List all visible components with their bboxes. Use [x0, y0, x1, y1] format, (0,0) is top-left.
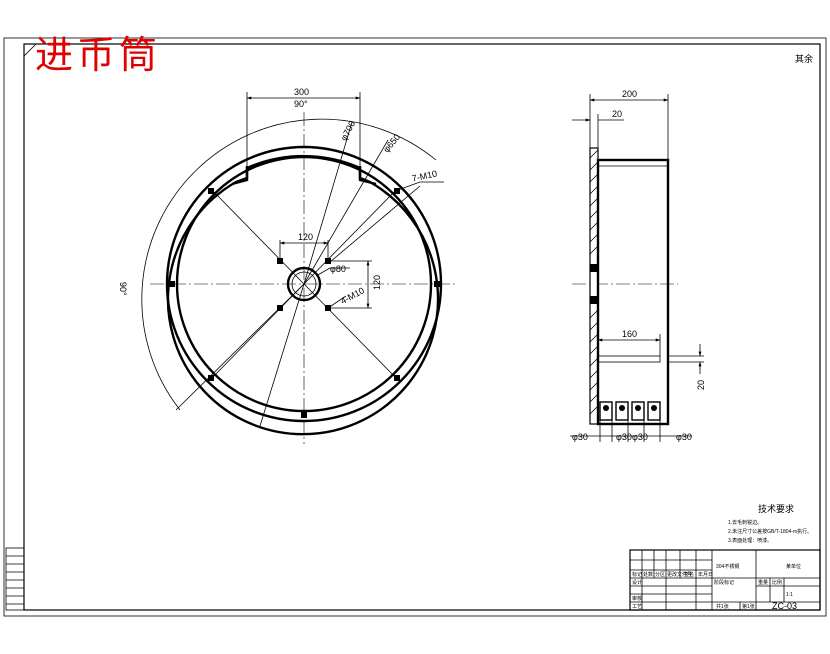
tb-org: 某单位 [786, 563, 801, 570]
tb-count: 处数 [643, 571, 653, 578]
tech-requirements: 技术要求 1.去毛刺锐边。 2.未注尺寸公差按GB/T-1804-m执行。 3.… [728, 503, 812, 544]
outer-ring [165, 145, 443, 423]
corner-triangle [23, 43, 37, 57]
tb-sheet-of: 第1张 [742, 603, 755, 610]
hub-inner [291, 271, 317, 297]
tb-drawing-no: ZC-03 [772, 601, 797, 611]
dim-200: 200 [622, 89, 637, 99]
dim-phi-30-mid: φ30 [616, 432, 632, 442]
tech-heading: 技术要求 [758, 503, 794, 514]
dim-phi-30-left: φ30 [572, 432, 588, 442]
tb-weight: 重量 [758, 579, 768, 586]
front-view: 300 90° 90° φ700 φ650 7-M10 120 φ80 120 … [118, 87, 458, 444]
tb-designer: 设计 [632, 579, 642, 586]
dim-phi-30-mid2: φ30 [632, 432, 648, 442]
dim-160: 160 [622, 329, 637, 339]
dim-phi-700: φ700 [339, 119, 358, 142]
side-view: 200 20 160 20 φ30 φ30 φ30 φ30 [570, 89, 706, 442]
dim-angle-90-left: 90° [118, 282, 128, 296]
dim-phi-80: φ80 [330, 264, 346, 274]
tb-zone: 分区 [655, 571, 665, 578]
tb-scale: 1:1 [786, 592, 793, 598]
dim-300: 300 [294, 87, 309, 97]
tb-change-doc: 更改文件号 [667, 571, 692, 578]
tb-sheet: 共1张 [716, 603, 729, 610]
inner-ring [175, 155, 433, 413]
tech-item-1: 1.去毛刺锐边。 [728, 519, 762, 526]
ring-bolt-holes [169, 188, 440, 418]
roughness-note: 其余 [795, 53, 813, 64]
tb-mark: 标记 [632, 571, 642, 578]
dim-phi-650: φ650 [381, 132, 402, 154]
tb-scale-label: 比例 [772, 579, 782, 586]
dim-20-right: 20 [696, 380, 706, 390]
dim-7-m10: 7-M10 [411, 168, 438, 183]
dim-phi-30-right: φ30 [676, 432, 692, 442]
foot-bolts [599, 401, 661, 421]
tech-item-3: 3.表面处理：喷漆。 [728, 537, 772, 544]
angle-arc [141, 118, 437, 411]
dim-20-top: 20 [612, 109, 622, 119]
tb-material: 304不锈钢 [716, 563, 739, 570]
slot [597, 355, 661, 363]
tb-stage: 阶段标记 [714, 579, 734, 586]
dim-4-m10: 4-M10 [339, 285, 366, 306]
hub-outer [286, 266, 322, 302]
radial-lines [175, 121, 421, 427]
title-block: 标记 处数 分区 更改文件号 签名 年月日 设计 审核 工艺 304不锈钢 阶段… [629, 549, 821, 611]
tb-reviewer: 审核 [632, 595, 642, 602]
dim-120-vertical: 120 [372, 275, 382, 290]
tech-item-2: 2.未注尺寸公差按GB/T-1804-m执行。 [728, 528, 812, 535]
drum-body [596, 158, 670, 426]
drawing-title: 进币筒 [35, 33, 162, 77]
side-wall [589, 147, 599, 425]
inner-frame [23, 43, 821, 611]
dim-120-horizontal: 120 [298, 232, 313, 242]
tb-process: 工艺 [632, 604, 642, 610]
dim-angle-90-top: 90° [294, 99, 308, 109]
binding-strip [5, 547, 25, 611]
tb-date: 年月日 [698, 571, 713, 578]
outer-frame [3, 37, 827, 617]
wall-hatch [589, 149, 599, 415]
tb-sign: 签名 [684, 571, 694, 578]
